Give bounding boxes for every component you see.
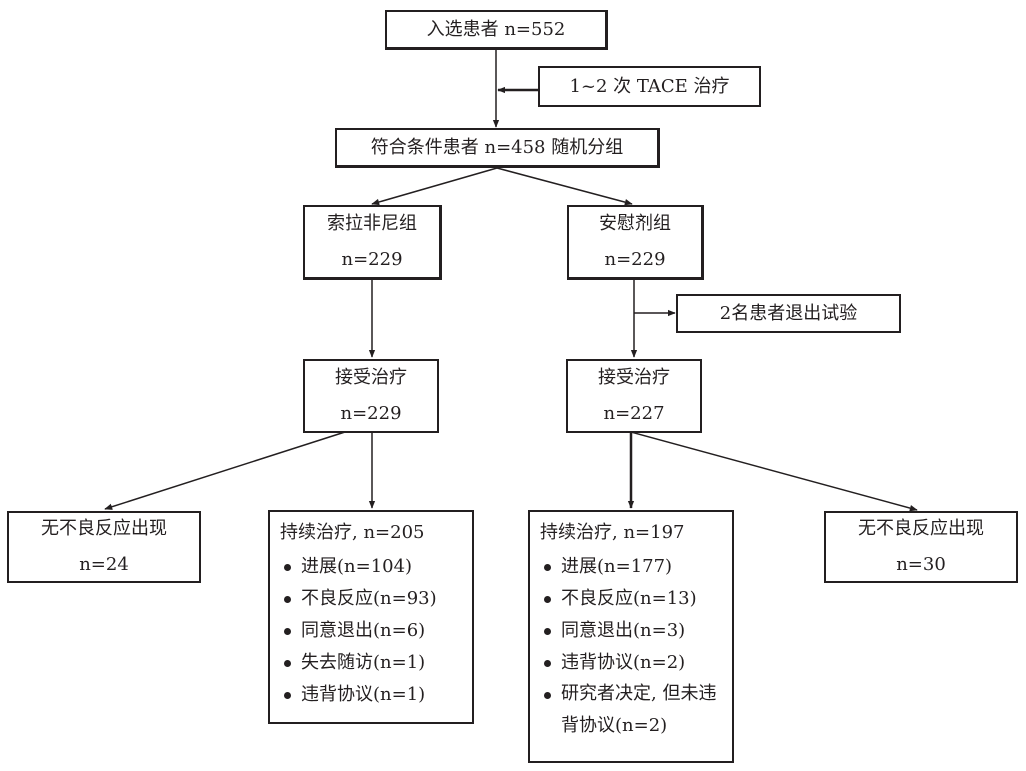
arrow-to-placebo [496, 167, 633, 206]
list-item: 不良反应(n=93) [280, 590, 472, 608]
treated-right-box: 接受治疗 n=227 [566, 359, 702, 433]
sorafenib-box: 索拉非尼组 n=229 [303, 205, 442, 280]
list-item: 进展(n=104) [280, 558, 472, 576]
list-item: 同意退出(n=6) [280, 622, 472, 640]
continued-right-box: 持续治疗, n=197 进展(n=177) 不良反应(n=13) 同意退出(n=… [528, 510, 734, 763]
arrow-to-sorafenib [371, 167, 498, 206]
treated-left-box: 接受治疗 n=229 [303, 359, 439, 433]
arrow-right-to-no-ae [630, 431, 918, 512]
bullet-icon [544, 660, 551, 667]
placebo-title: 安慰剂组 [599, 213, 671, 234]
no-ae-left-n: n=24 [79, 554, 129, 575]
list-item-text: 不良反应(n=93) [301, 588, 437, 609]
list-item: 违背协议(n=1) [280, 686, 472, 704]
bullet-icon [544, 692, 551, 699]
no-ae-left-box: 无不良反应出现 n=24 [7, 511, 201, 583]
list-item-text: 同意退出(n=3) [561, 620, 686, 641]
bullet-icon [284, 596, 291, 603]
bullet-icon [284, 660, 291, 667]
list-item: 失去随访(n=1) [280, 654, 472, 672]
arrow-left-to-no-ae [104, 431, 346, 510]
list-item-text: 进展(n=177) [561, 556, 673, 577]
bullet-icon [284, 692, 291, 699]
enrolled-label: 入选患者 n=552 [426, 18, 566, 40]
withdrawn-label: 2名患者退出试验 [719, 302, 858, 324]
no-ae-right-box: 无不良反应出现 n=30 [824, 511, 1018, 583]
list-item: 研究者决定, 但未违背协议(n=2) [540, 683, 732, 742]
treated-left-n: n=229 [340, 403, 402, 424]
bullet-icon [544, 628, 551, 635]
withdrawn-box: 2名患者退出试验 [676, 294, 901, 333]
list-item-text: 不良反应(n=13) [561, 588, 697, 609]
list-item-text: 违背协议(n=2) [561, 652, 686, 673]
treated-right-title: 接受治疗 [598, 367, 670, 388]
list-item: 违背协议(n=2) [540, 654, 732, 672]
continued-left-head: 持续治疗, n=205 [280, 522, 425, 543]
list-item: 不良反应(n=13) [540, 590, 732, 608]
placebo-n: n=229 [604, 249, 666, 270]
placebo-box: 安慰剂组 n=229 [567, 205, 704, 280]
no-ae-right-n: n=30 [896, 554, 946, 575]
no-ae-right-title: 无不良反应出现 [858, 518, 984, 539]
bullet-icon [544, 564, 551, 571]
sorafenib-n: n=229 [341, 249, 403, 270]
no-ae-left-title: 无不良反应出现 [41, 518, 167, 539]
list-item: 同意退出(n=3) [540, 622, 732, 640]
continued-left-box: 持续治疗, n=205 进展(n=104) 不良反应(n=93) 同意退出(n=… [268, 510, 474, 724]
sorafenib-title: 索拉非尼组 [327, 213, 417, 234]
list-item-text: 失去随访(n=1) [301, 652, 426, 673]
treated-left-title: 接受治疗 [335, 367, 407, 388]
treated-right-n: n=227 [603, 403, 665, 424]
tace-box: 1~2 次 TACE 治疗 [538, 66, 761, 107]
bullet-icon [544, 596, 551, 603]
list-item-text: 研究者决定, 但未违背协议(n=2) [561, 683, 717, 736]
list-item-text: 同意退出(n=6) [301, 620, 426, 641]
eligible-label: 符合条件患者 n=458 随机分组 [370, 136, 624, 158]
tace-label: 1~2 次 TACE 治疗 [569, 75, 730, 97]
bullet-icon [284, 628, 291, 635]
eligible-box: 符合条件患者 n=458 随机分组 [335, 128, 660, 168]
list-item: 进展(n=177) [540, 558, 732, 576]
list-item-text: 违背协议(n=1) [301, 684, 426, 705]
list-item-text: 进展(n=104) [301, 556, 413, 577]
continued-right-head: 持续治疗, n=197 [540, 522, 685, 543]
enrolled-box: 入选患者 n=552 [385, 10, 608, 50]
bullet-icon [284, 564, 291, 571]
